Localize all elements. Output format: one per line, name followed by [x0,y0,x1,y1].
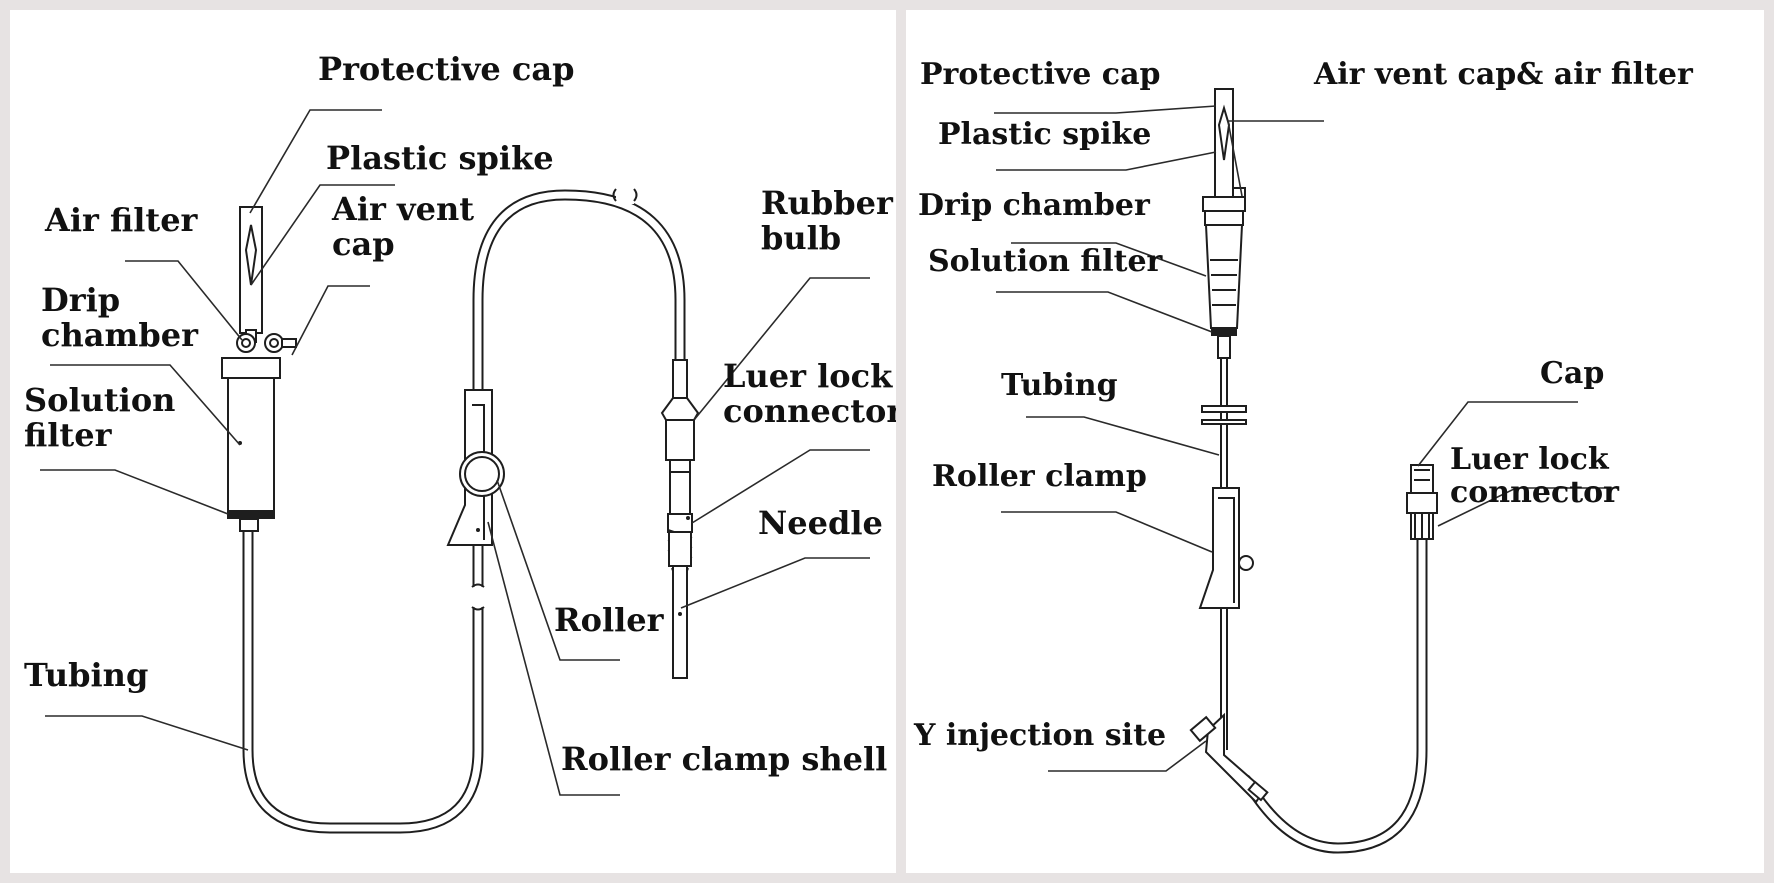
label-tubing: Tubing [24,656,149,694]
label-roller: Roller [554,601,664,639]
right-cap-luer-shape [1406,464,1438,540]
label-luer-lock-connector: Luer lock connector [1450,442,1619,510]
left-drip-chamber-shape [221,357,281,532]
label-rubber-bulb: Rubber bulb [761,184,893,258]
right-spike-cap-shape [1214,88,1234,198]
label-cap: Cap [1540,356,1605,391]
label-air-vent-cap-air-filter: Air vent cap& air filter [1314,57,1693,92]
left-bulb-connector-needle-shape [660,359,700,679]
label-needle: Needle [758,504,883,542]
label-tubing: Tubing [1001,368,1118,403]
right-tubing-line [1240,512,1428,854]
label-roller-clamp: Roller clamp [932,459,1147,494]
label-air-vent-cap: Air vent cap [332,190,474,264]
right-y-site-shape [1189,712,1269,804]
right-diagram-panel: Protective cap Plastic spike Air vent ca… [906,10,1764,873]
label-plastic-spike: Plastic spike [938,117,1152,152]
label-solution-filter: Solution filter [928,244,1163,279]
label-protective-cap: Protective cap [920,57,1161,92]
left-roller-clamp-shape [446,389,505,546]
label-drip-chamber: Drip chamber [918,188,1150,223]
label-drip-chamber: Drip chamber [41,281,198,355]
label-roller-clamp-shell: Roller clamp shell [561,740,888,778]
label-protective-cap: Protective cap [318,50,575,88]
left-air-vent-shape [236,333,297,353]
label-solution-filter: Solution filter [24,381,176,455]
label-air-filter: Air filter [45,201,198,239]
right-roller-clamp-shape [1198,487,1254,609]
label-luer-lock-connector: Luer lock connector [723,357,896,431]
left-iv-set-drawing [40,109,870,834]
left-diagram-panel: Protective cap Plastic spike Air filter … [10,10,896,873]
label-plastic-spike: Plastic spike [326,139,554,177]
label-y-injection-site: Y injection site [914,718,1167,753]
right-drip-chamber-shape [1202,196,1246,359]
right-iv-set-drawing [994,88,1613,854]
